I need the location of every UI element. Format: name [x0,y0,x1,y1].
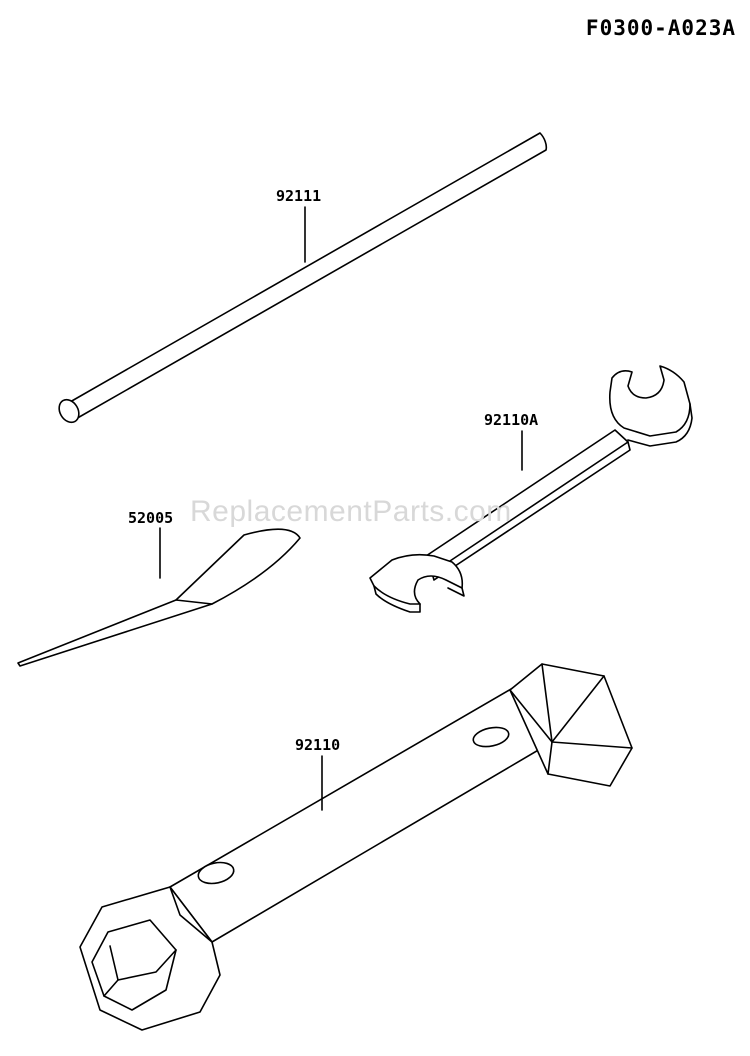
part-wrench[interactable]: 92110A [369,365,693,613]
part-blade[interactable]: 52005 [17,509,301,667]
part-label-box-wrench[interactable]: 92110 [295,736,340,754]
part-label-rod[interactable]: 92111 [276,187,321,205]
part-label-blade[interactable]: 52005 [128,509,173,527]
part-label-wrench[interactable]: 92110A [484,411,538,429]
part-box-wrench[interactable]: 92110 [79,663,633,1031]
part-rod[interactable]: 92111 [55,132,548,426]
diagram-code: F0300-A023A [585,16,736,40]
